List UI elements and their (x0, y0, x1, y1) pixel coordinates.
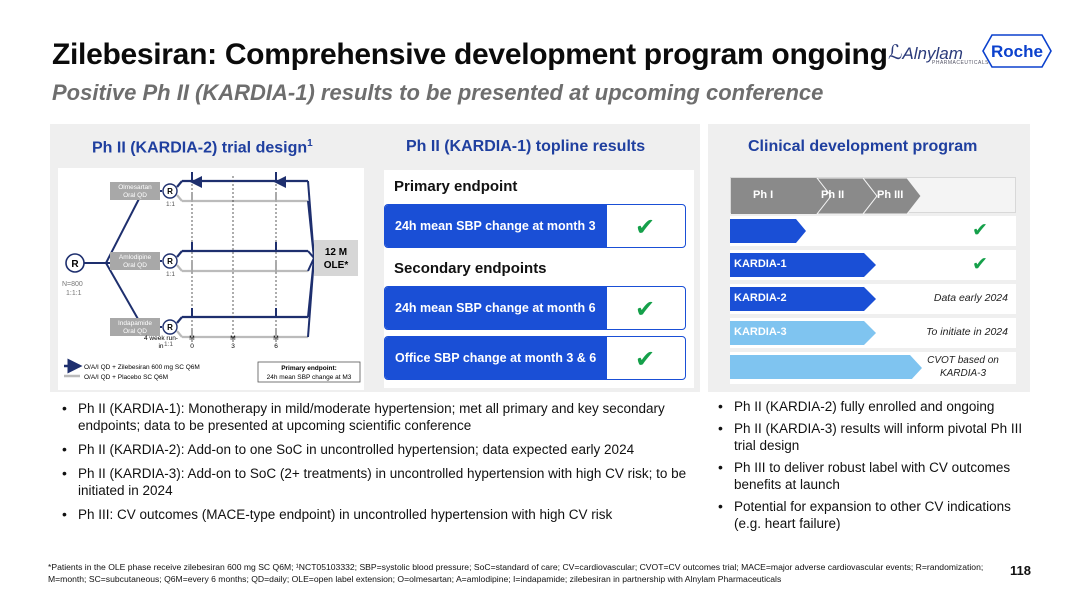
list-item: Ph III to deliver robust label with CV o… (718, 459, 1028, 493)
svg-text:12 M: 12 M (325, 247, 347, 258)
svg-text:in: in (158, 343, 163, 350)
svg-text:3: 3 (231, 343, 235, 350)
svg-text:M: M (273, 335, 278, 342)
slide-title: Zilebesiran: Comprehensive development p… (52, 38, 888, 71)
trial-design-heading-text: Ph II (KARDIA-2) trial design (92, 139, 308, 157)
svg-text:6: 6 (274, 343, 278, 350)
svg-text:24h mean SBP change at M3: 24h mean SBP change at M3 (267, 374, 352, 381)
svg-text:Primary endpoint:: Primary endpoint: (281, 365, 337, 372)
ole-box (314, 240, 358, 276)
svg-text:R: R (167, 187, 173, 196)
program-bar-kardia-3 (730, 321, 876, 345)
program-cvot-note: CVOT based on KARDIA-3 (927, 355, 999, 379)
slide-subtitle: Positive Ph II (KARDIA-1) results to be … (52, 80, 824, 105)
phase-header: Ph I Ph II Ph III (730, 177, 1016, 214)
svg-text:Oral QD: Oral QD (123, 328, 147, 335)
program-row-1: ✔ (730, 216, 1016, 246)
list-item: Ph II (KARDIA-2) fully enrolled and ongo… (718, 398, 1028, 415)
trial-design-diagram: R N=800 1:1:1 Olmesartan Oral QD Amlodip… (58, 168, 364, 390)
phase-chevrons-icon (731, 178, 922, 214)
topline-results-heading: Ph II (KARDIA-1) topline results (406, 138, 646, 155)
trial-design-heading: Ph II (KARDIA-2) trial design1 (92, 138, 313, 157)
program-row-cvot: CVOT based on KARDIA-3 (730, 352, 1016, 384)
svg-text:0: 0 (190, 343, 194, 350)
legend-placebo-label: O/A/I QD + Placebo SC Q6M (84, 374, 168, 381)
alnylam-logo-subtext: PHARMACEUTICALS (932, 60, 989, 66)
arm-box-amlodipine (110, 252, 160, 270)
alnylam-logo-text: Alnylam (902, 44, 963, 63)
right-bullet-list: Ph II (KARDIA-2) fully enrolled and ongo… (718, 398, 1028, 537)
checkmark-icon: ✔ (635, 214, 656, 241)
result-item-24h-sbp-m6: 24h mean SBP change at month 6 ✔ (384, 286, 686, 330)
program-bar-kardia-2 (730, 287, 876, 311)
list-item: Ph II (KARDIA-2): Add-on to one SoC in u… (62, 441, 692, 458)
trial-design-heading-sup: 1 (307, 138, 313, 149)
roche-logo-text: Roche (991, 42, 1043, 61)
arm-box-indapamide (110, 318, 160, 336)
list-item: Potential for expansion to other CV indi… (718, 498, 1028, 532)
phase-label-3: Ph III (877, 189, 904, 201)
svg-text:1:1: 1:1 (164, 341, 173, 348)
phase-label-1: Ph I (753, 189, 774, 201)
roche-hexagon-icon (982, 34, 1052, 68)
svg-text:Amlodipine: Amlodipine (119, 254, 152, 261)
checkmark-icon: ✔ (972, 220, 988, 241)
checkmark-icon: ✔ (972, 254, 988, 275)
svg-text:Oral QD: Oral QD (123, 262, 147, 269)
roche-logo: Roche (982, 34, 1052, 68)
svg-text:1:1: 1:1 (166, 271, 175, 278)
list-item: Ph II (KARDIA-3) results will inform piv… (718, 420, 1028, 454)
randomization-label: R (71, 259, 79, 270)
primary-endpoint-label: Primary endpoint (394, 178, 518, 195)
svg-text:Indapamide: Indapamide (118, 320, 152, 327)
svg-text:OLE*: OLE* (324, 260, 349, 271)
primary-endpoint-box (257, 361, 361, 383)
svg-text:1:1: 1:1 (166, 201, 175, 208)
phase-label-2: Ph II (821, 189, 845, 201)
sample-size-label: N=800 (62, 281, 83, 288)
program-row-kardia-3: KARDIA-3 To initiate in 2024 (730, 318, 1016, 348)
program-bar-1 (730, 219, 806, 243)
alnylam-logo: ℒAlnylam PHARMACEUTICALS (888, 40, 988, 66)
allocation-ratio-label: 1:1:1 (66, 290, 82, 297)
program-row-kardia-2: KARDIA-2 Data early 2024 (730, 284, 1016, 314)
left-bullet-list: Ph II (KARDIA-1): Monotherapy in mild/mo… (62, 400, 692, 530)
legend-zilebesiran-label: O/A/I QD + Zilebesiran 600 mg SC Q6M (84, 364, 200, 371)
svg-text:R: R (167, 257, 173, 266)
result-item-office-sbp: Office SBP change at month 3 & 6 ✔ (384, 336, 686, 380)
program-bar-cvot (730, 355, 922, 379)
result-item-24h-sbp-m3: 24h mean SBP change at month 3 ✔ (384, 204, 686, 248)
svg-text:M: M (189, 335, 194, 342)
list-item: Ph II (KARDIA-1): Monotherapy in mild/mo… (62, 400, 692, 434)
checkmark-icon: ✔ (635, 346, 656, 373)
list-item: Ph III: CV outcomes (MACE-type endpoint)… (62, 506, 692, 523)
program-row-kardia-1: KARDIA-1 ✔ (730, 250, 1016, 280)
arm-box-olmesartan (110, 182, 160, 200)
footnote: *Patients in the OLE phase receive zileb… (48, 562, 984, 584)
alnylam-logo-mark-icon: ℒ (888, 42, 903, 64)
svg-text:M: M (230, 335, 235, 342)
checkmark-icon: ✔ (635, 296, 656, 323)
svg-text:Oral QD: Oral QD (123, 192, 147, 199)
page-number: 118 (1010, 563, 1031, 578)
program-bar-kardia-1 (730, 253, 876, 277)
svg-text:R: R (167, 323, 173, 332)
secondary-endpoints-label: Secondary endpoints (394, 260, 547, 277)
svg-text:Olmesartan: Olmesartan (118, 184, 152, 191)
trial-design-svg: R N=800 1:1:1 Olmesartan Oral QD Amlodip… (62, 172, 361, 383)
development-program-heading: Clinical development program (748, 138, 978, 155)
svg-text:4 week run-: 4 week run- (144, 335, 178, 342)
list-item: Ph II (KARDIA-3): Add-on to SoC (2+ trea… (62, 465, 692, 499)
